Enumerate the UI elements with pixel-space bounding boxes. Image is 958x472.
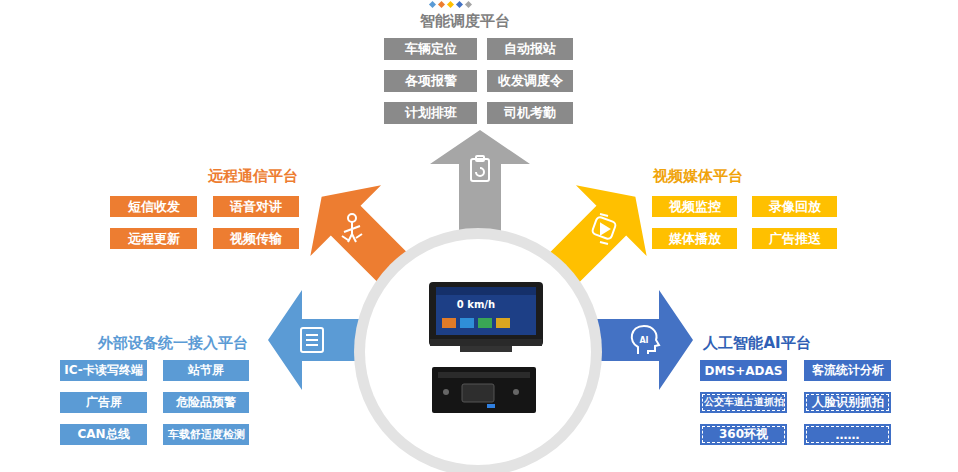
feature-box: 计划排班 (384, 102, 477, 124)
list-icon (301, 328, 323, 352)
box-text: 语音对讲 (227, 198, 285, 216)
box-text: 自动报站 (501, 40, 559, 58)
feature-box: …… (804, 424, 891, 445)
head-icon (632, 326, 659, 354)
box-text: 媒体播放 (666, 230, 724, 248)
device-illustration (429, 282, 543, 413)
feature-box: 远程更新 (110, 228, 197, 249)
feature-box: 360环视 (700, 424, 787, 445)
box-text: 危险品预警 (173, 394, 239, 411)
feature-box: 视频传输 (213, 228, 299, 249)
satellite-icon (342, 214, 362, 242)
box-text: 各项报警 (402, 72, 460, 90)
feature-box: 危险品预警 (163, 392, 249, 413)
box-text: 360环视 (716, 426, 771, 443)
arrow-up (430, 130, 530, 232)
icon-text: AI (633, 336, 655, 345)
feature-box: 媒体播放 (652, 228, 737, 249)
box-text: 视频传输 (227, 230, 285, 248)
box-text: 车辆定位 (402, 40, 460, 58)
box-text: 公交车道占道抓拍 (701, 396, 787, 409)
feature-box: 语音对讲 (213, 196, 299, 217)
clipboard-icon (471, 156, 489, 181)
feature-box: CAN总线 (60, 424, 147, 445)
feature-box: 司机考勤 (487, 102, 573, 124)
box-text: 远程更新 (125, 230, 183, 248)
box-text: CAN总线 (74, 426, 132, 443)
box-text: 站节屏 (185, 362, 227, 379)
feature-box: IC-卡读写终端 (60, 360, 147, 381)
feature-box: 人脸识别抓拍 (804, 392, 891, 413)
feature-box: 站节屏 (163, 360, 249, 381)
feature-box: 客流统计分析 (804, 360, 891, 381)
box-text: 计划排班 (402, 104, 460, 122)
feature-box: 录像回放 (752, 196, 837, 217)
feature-box: 各项报警 (384, 70, 477, 92)
box-text: 人脸识别抓拍 (809, 394, 887, 411)
box-text: 视频监控 (666, 198, 724, 216)
feature-box: 自动报站 (487, 38, 573, 60)
media-icon (592, 214, 617, 244)
box-text: 录像回放 (766, 198, 824, 216)
platform-title: 智能调度平台 (400, 12, 530, 31)
feature-box: 车载舒适度检测 (163, 424, 249, 445)
box-text: DMS+ADAS (702, 364, 786, 378)
box-text: 车载舒适度检测 (165, 428, 248, 442)
box-text: 客流统计分析 (809, 362, 887, 379)
feature-box: 视频监控 (652, 196, 737, 217)
top-dots (429, 1, 472, 8)
feature-box: 广告屏 (60, 392, 147, 413)
platform-title: 外部设备统一接入平台 (80, 334, 265, 353)
center-circle (354, 228, 602, 472)
feature-box: 收发调度令 (487, 70, 573, 92)
feature-box: 短信收发 (110, 196, 197, 217)
box-text: IC-卡读写终端 (61, 362, 146, 379)
platform-title: 人工智能AI平台 (692, 334, 822, 353)
arrow-right (591, 290, 693, 390)
box-text: 广告推送 (766, 230, 824, 248)
box-text: 收发调度令 (495, 72, 566, 90)
platform-title: 远程通信平台 (195, 167, 310, 186)
feature-box: 广告推送 (752, 228, 837, 249)
box-text: …… (833, 428, 863, 442)
box-text: 广告屏 (83, 394, 125, 411)
feature-box: 车辆定位 (384, 38, 477, 60)
box-text: 司机考勤 (501, 104, 559, 122)
feature-box: DMS+ADAS (700, 360, 787, 381)
box-text: 短信收发 (125, 198, 183, 216)
feature-box: 公交车道占道抓拍 (700, 392, 787, 413)
platform-title: 视频媒体平台 (640, 167, 755, 186)
icon-text: 0 km/h (446, 299, 506, 310)
